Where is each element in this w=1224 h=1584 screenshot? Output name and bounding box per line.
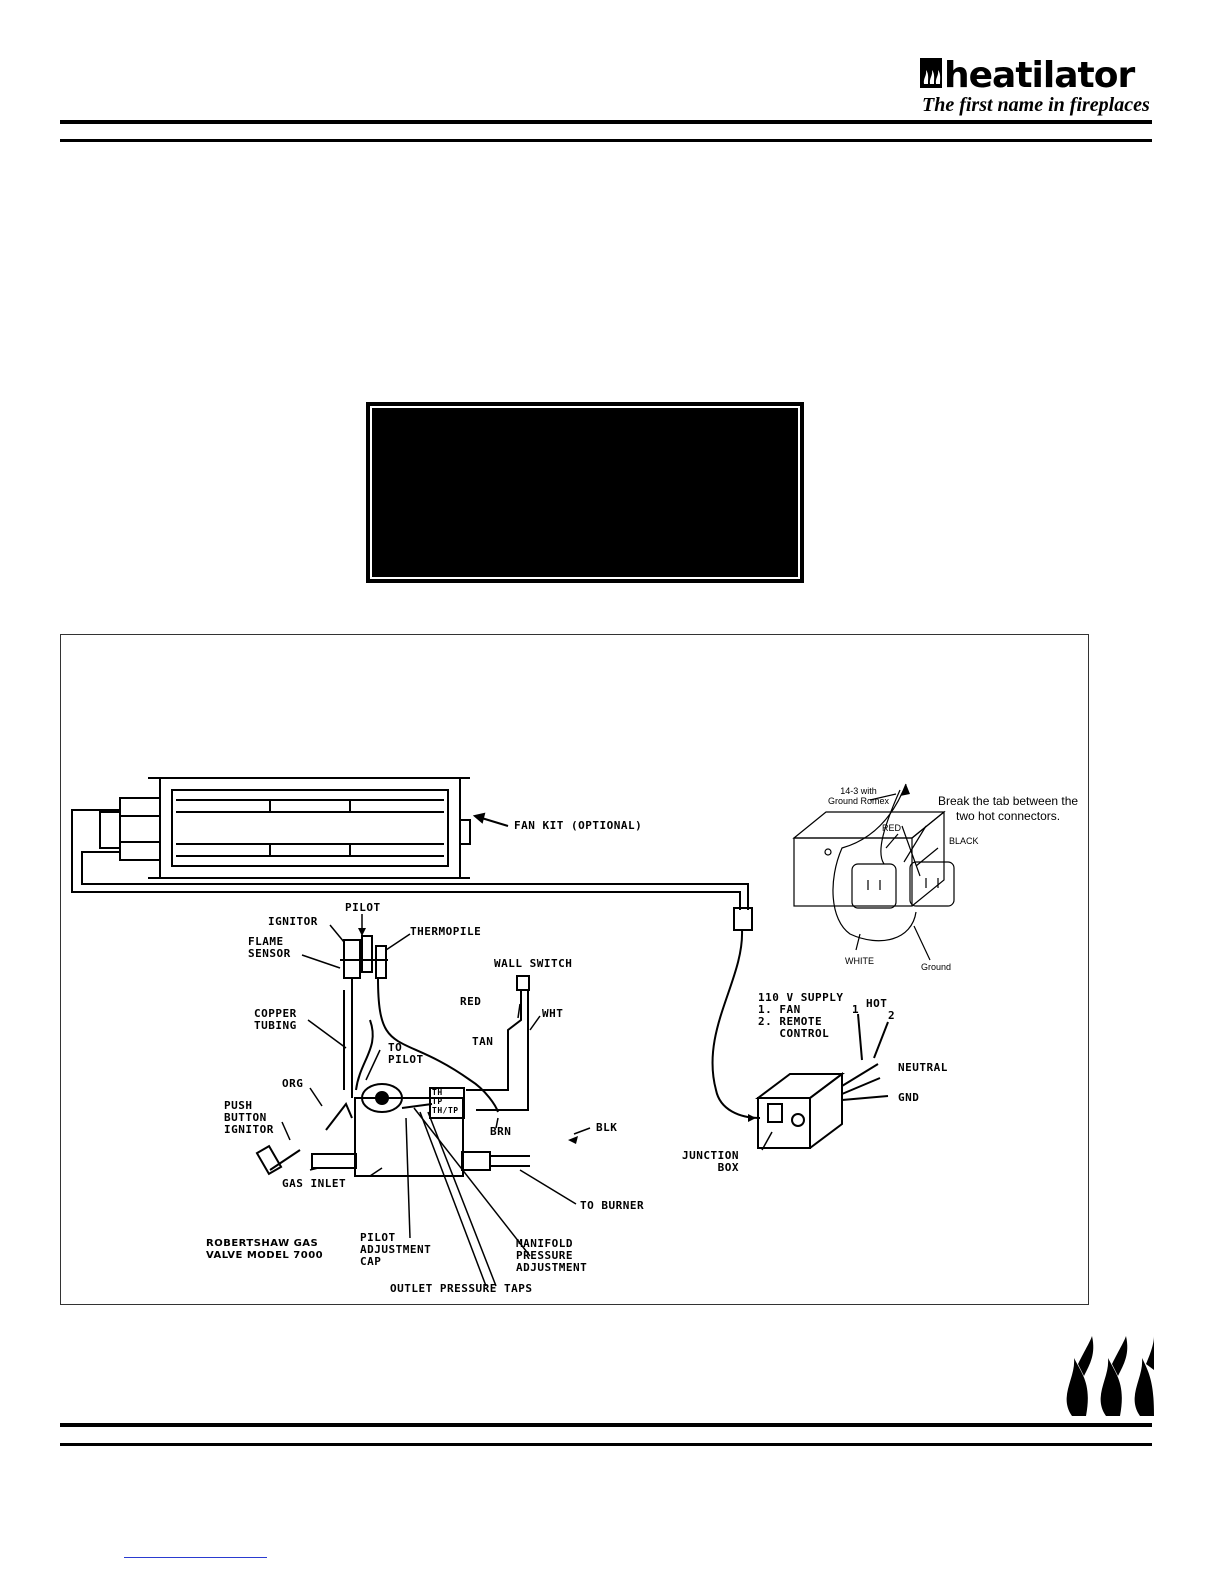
- wall-switch-icon: [466, 975, 530, 1111]
- label-red-small: RED: [882, 823, 902, 833]
- label-flame-sensor: FLAME SENSOR: [248, 935, 291, 960]
- label-hot-1: 1: [852, 1003, 860, 1016]
- gas-valve-icon: [311, 1083, 530, 1177]
- label-pilot: PILOT: [345, 901, 381, 914]
- brand-name: heatilator: [944, 55, 1135, 96]
- label-junction-box: JUNCTION BOX: [682, 1149, 739, 1174]
- label-white-small: WHITE: [845, 956, 874, 966]
- label-pilot-adjustment-cap: PILOT ADJUSTMENT CAP: [360, 1231, 432, 1268]
- label-copper-tubing: COPPER TUBING: [254, 1007, 297, 1032]
- label-push-button-ignitor: PUSH BUTTON IGNITOR: [224, 1099, 274, 1136]
- label-black-small: BLACK: [949, 836, 979, 846]
- wiring-diagram: [71, 777, 955, 1287]
- label-break-tab-note: Break the tab between the two hot connec…: [938, 794, 1079, 823]
- label-to-pilot: TO PILOT: [388, 1041, 424, 1066]
- label-thermopile: THERMOPILE: [410, 925, 482, 938]
- footer-rule-thick: [60, 1423, 1152, 1427]
- label-ground-small: Ground: [921, 962, 952, 972]
- label-red: RED: [460, 995, 482, 1008]
- footer-rule-thin: [60, 1443, 1152, 1446]
- header-rule-thick: [60, 120, 1152, 124]
- outlet-box-icon: [792, 783, 955, 961]
- fan-kit-icon: [71, 777, 761, 1119]
- label-wall-switch: WALL SWITCH: [494, 957, 573, 970]
- label-hot: HOT: [866, 997, 888, 1010]
- flame-logo-icon: [920, 58, 942, 88]
- label-hot-2: 2: [888, 1009, 896, 1022]
- label-wht: WHT: [542, 1007, 564, 1020]
- junction-box-icon: [755, 1013, 889, 1149]
- wiring-diagram-frame: [60, 634, 1089, 1305]
- label-110v-supply: 110 V SUPPLY 1. FAN 2. REMOTE CONTROL: [758, 991, 844, 1040]
- label-blk: BLK: [596, 1121, 618, 1134]
- label-ignitor: IGNITOR: [268, 915, 318, 928]
- label-th-tp: TH TP TH/TP: [432, 1088, 459, 1115]
- label-gas-inlet: GAS INLET: [282, 1177, 347, 1190]
- label-outlet-pressure-taps: OUTLET PRESSURE TAPS: [390, 1282, 533, 1295]
- label-manifold-pressure-adjustment: MANIFOLD PRESSURE ADJUSTMENT: [516, 1237, 588, 1274]
- label-to-burner: TO BURNER: [580, 1199, 645, 1212]
- pilot-assembly-icon: [255, 935, 499, 1176]
- label-valve-model: ROBERTSHAW GAS VALVE MODEL 7000: [206, 1238, 324, 1261]
- label-org: ORG: [282, 1077, 304, 1090]
- label-neutral: NEUTRAL: [898, 1061, 948, 1074]
- label-fan-kit: FAN KIT (OPTIONAL): [514, 819, 643, 832]
- footer-link-underline[interactable]: [124, 1557, 267, 1558]
- flames-icon: [1066, 1336, 1154, 1416]
- brand-tagline: The first name in fireplaces: [922, 94, 1150, 116]
- label-romex: 14-3 with Ground Romex: [828, 786, 890, 806]
- title-box: [366, 402, 804, 583]
- brand-logo: [920, 56, 1154, 116]
- header-rule-thin: [60, 139, 1152, 142]
- label-gnd: GND: [898, 1091, 920, 1104]
- label-brn: BRN: [490, 1125, 512, 1138]
- label-tan: TAN: [472, 1035, 494, 1048]
